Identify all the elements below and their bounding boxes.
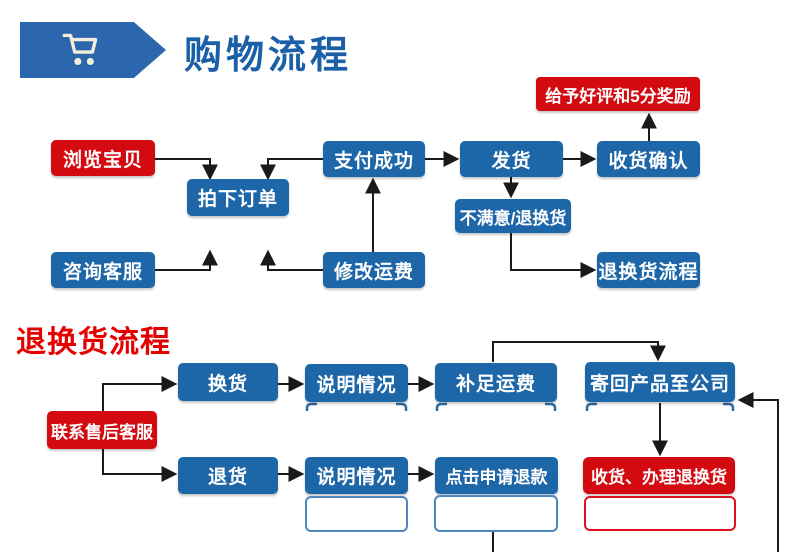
node-good-review: 给予好评和5分奖励 (536, 77, 700, 111)
empty-box-under-explain-2 (305, 496, 408, 532)
node-pay-shipping-diff: 补足运费 (435, 363, 557, 402)
node-place-order: 拍下订单 (187, 179, 289, 216)
node-send-back: 寄回产品至公司 (585, 362, 735, 402)
node-consult-service: 咨询客服 (51, 252, 155, 288)
edge-right-return-to-sendback (737, 392, 779, 552)
node-explain-2: 说明情况 (305, 457, 408, 494)
edge-consult-up (155, 249, 218, 271)
node-refund: 退货 (178, 457, 278, 494)
header-banner (20, 22, 166, 78)
return-section-title: 退换货流程 (16, 326, 171, 359)
node-return-flow-link: 退换货流程 (597, 252, 700, 288)
edge-paydiff-to-sendback (492, 341, 666, 362)
edge-browse-to-order (155, 158, 218, 181)
node-exchange: 换货 (178, 363, 278, 401)
box-stub-corners (305, 402, 735, 411)
node-modify-shipping: 修改运费 (323, 252, 425, 288)
node-explain-1: 说明情况 (305, 364, 408, 402)
empty-box-under-apply-refund (434, 495, 558, 532)
node-ship-goods: 发货 (460, 141, 563, 177)
edge-modify-up (260, 249, 323, 271)
edge-notsatisfied-to-returnflow (510, 233, 597, 278)
empty-box-under-handle-return (584, 496, 736, 531)
node-apply-refund: 点击申请退款 (435, 457, 558, 494)
node-handle-return: 收货、办理退换货 (583, 457, 735, 494)
node-contact-after-sales: 联系售后客服 (47, 411, 157, 449)
page-title: 购物流程 (184, 35, 353, 77)
edge-payment-to-order (260, 158, 323, 181)
node-browse: 浏览宝贝 (51, 140, 155, 176)
edge-contact-to-exchange (102, 376, 178, 411)
shopping-cart-icon (62, 33, 98, 66)
node-not-satisfied: 不满意/退换货 (455, 199, 571, 233)
node-confirm-receipt: 收货确认 (597, 141, 700, 177)
node-payment-success: 支付成功 (323, 141, 425, 177)
edge-contact-to-refund (102, 449, 178, 482)
